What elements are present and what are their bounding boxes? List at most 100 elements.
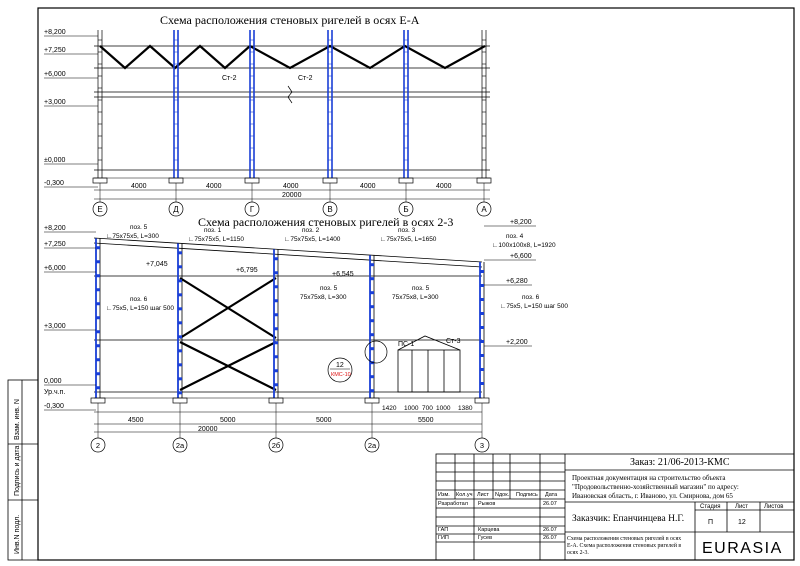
tb-project-l1: Проектная документация на строительство … [572,474,726,482]
tb-row-3-name: Гусев [478,535,492,541]
top-title: Схема расположения стеновых ригелей в ос… [160,13,420,27]
top-column-3 [244,30,260,202]
callout-num: 12 [336,362,344,369]
tb-sheet-title-l1: Схема расположения стеновых ригелей в ос… [567,535,681,542]
pos-label-3-head: поз. 2 [302,227,320,234]
side-stamp-3: Инв.N подл. [14,515,21,554]
mid-dim-3: 5000 [316,417,332,424]
top-column-5 [398,30,414,202]
tb-row-3-date: 26.07 [543,535,557,541]
mid-dim-total: 20000 [198,426,218,433]
tb-cols: Изм. Кол.уч Лист Nдок. Подпись Дата [438,492,558,498]
mid-dims [94,411,482,433]
top-columns [92,30,492,202]
callout-sheet: КМС-10 [331,372,351,378]
tb-stage: П [708,519,713,526]
mid-level-r1: +8,200 [510,219,532,226]
tb-sheets-hdr: Листов [764,504,784,510]
mid-level-r2: +6,600 [510,253,532,260]
top-level-6: -0,300 [44,180,64,187]
top-column-1 [92,30,108,202]
top-column-2 [168,30,184,202]
mid-level-l2: +7,250 [44,241,66,248]
top-column-6 [476,30,492,202]
tb-row-2-name: Карцева [478,527,500,533]
top-level-1: +8,200 [44,29,66,36]
top-axis-bubble-6 [476,201,492,217]
pos-label-9-head: поз. 6 [522,294,540,301]
mid-axis-bubble-5 [474,437,490,453]
mid-scheme [93,237,483,399]
mid-axis-bubble-4 [364,437,380,453]
top-level-4: +3,000 [44,99,66,106]
sheet-frame [37,7,795,561]
tb-col-4: Nдок. [495,492,510,498]
mid-column-5 [474,262,490,438]
pos-label-8-head: поз. 5 [412,285,430,292]
pos-labels: поз. 5 ∟75x75x5, L=300 поз. 1 ∟75x75x5, … [106,224,568,312]
mid-levels-left: +8,200 +7,250 +6,000 +3,000 0,000 Ур.ч.п… [44,225,96,411]
top-axis-bubble-5 [398,201,414,217]
top-levels: +8,200 +7,250 +6,000 +3,000 ±0,000 -0,30… [44,29,98,188]
top-level-3: +6,000 [44,71,66,78]
top-axis-label-2: Д [173,205,179,214]
mid-rdim-2: 1000 [404,405,419,412]
top-axis-label-4: В [327,205,332,214]
tb-sheet-hdr: Лист [735,504,748,510]
pos-label-2-head: поз. 1 [204,227,222,234]
mid-level-l4: +3,000 [44,323,66,330]
logo: EURASIA [702,540,781,557]
mid-level-l1: +8,200 [44,225,66,232]
top-axis-bubble-3 [244,201,260,217]
callout-ref [327,357,353,383]
tb-order: Заказ: 21/06-2013-КМС [630,457,730,468]
top-level-2: +7,250 [44,47,66,54]
tb-sheet-title-l2: Е-А. Схема расположения стеновых ригелей… [567,542,681,549]
mid-column-4 [364,255,380,438]
inner-level-1: +7,045 [146,261,168,268]
tb-project-l2: "Продовольственно-хозяйственный магазин"… [572,483,739,491]
mid-level-r3: +6,280 [506,278,528,285]
pos-label-6-spec: ∟75x5, L=150 шаг 500 [106,305,174,312]
pos-label-5-spec: ∟100x100x8, L=1920 [492,242,556,249]
callout-circle [364,340,388,364]
pos-label-2-spec: ∟75x75x5, L=1150 [188,236,244,243]
side-stamp-2: Подпись и дата [14,446,21,496]
tb-col-6: Дата [545,492,558,498]
top-scheme [94,44,490,179]
top-dim-4: 4000 [360,183,376,190]
top-mark-1: Ст-2 [222,75,237,82]
mid-levels-right: +8,200 +6,600 +6,280 +2,200 [484,219,536,347]
top-dim-3: 4000 [283,183,299,190]
mid-columns [90,238,490,438]
pos-label-7-spec: 75x75x8, L=300 [300,294,347,301]
top-axis-bubble-1 [92,201,108,217]
mid-axis-label-3: 2б [272,441,280,450]
top-dim-2: 4000 [206,183,222,190]
tb-col-2: Кол.уч [456,492,473,498]
mid-rdim-1: 1420 [382,405,397,412]
mid-rdim-4: 1000 [436,405,451,412]
tb-col-1: Изм. [438,492,450,498]
tb-col-3: Лист [477,492,489,498]
top-dims [94,189,490,200]
side-stamp-1: Взам. инв. N [14,399,21,440]
pos-label-3-spec: ∟75x75x5, L=1400 [284,236,341,243]
tb-customer: Заказчик: Епанчинцева Н.Г. [572,514,684,524]
mark-st3: Ст-3 [446,338,461,345]
mid-axis-bubble-2 [172,437,188,453]
top-axis-bubble-2 [168,201,184,217]
top-dim-1: 4000 [131,183,147,190]
mid-level-l5: 0,000 [44,378,62,385]
tb-project-l3: Ивановская область, г. Иваново, ул. Смир… [572,492,733,500]
mark-ps1: ПС-1 [398,341,414,348]
mid-level-l7: -0,300 [44,403,64,410]
pos-label-8-spec: 75x75x8, L=300 [392,294,439,301]
tb-row-2-role: ГАП [438,527,448,533]
inner-level-2: +6,795 [236,267,258,274]
top-axis-label-3: Г [250,205,255,214]
top-dim-labels: 4000 4000 4000 4000 4000 20000 [131,183,452,199]
pos-label-4-spec: ∟75x75x5, L=1650 [380,236,437,243]
